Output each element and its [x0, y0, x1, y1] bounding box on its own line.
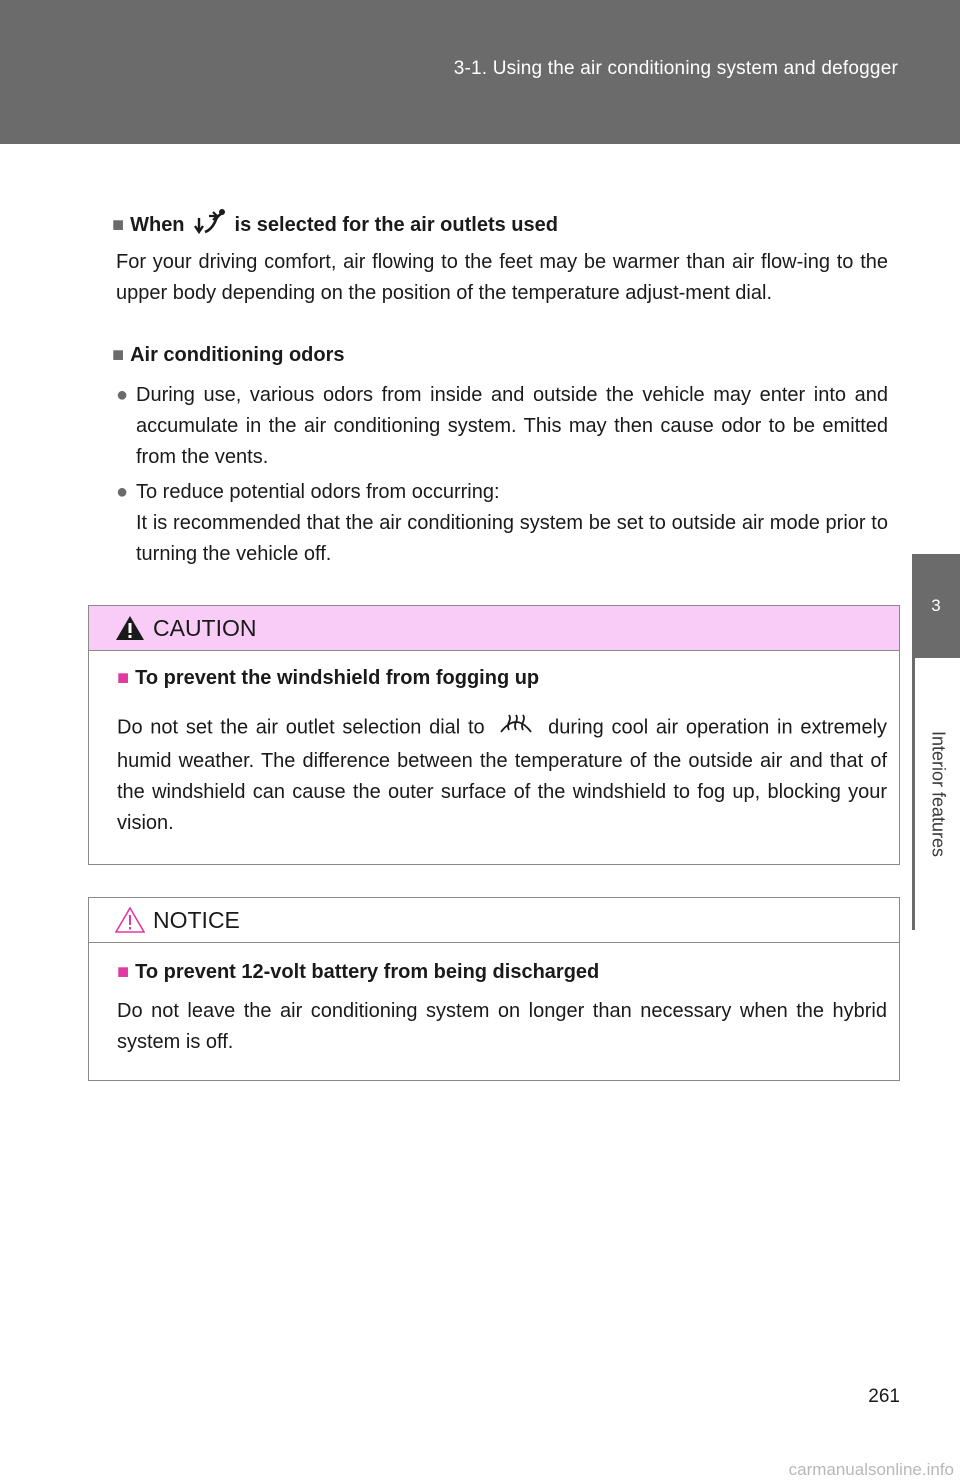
- notice-box: NOTICE ■ To prevent 12-volt battery from…: [88, 897, 900, 1081]
- chapter-tab-label: Interior features: [928, 730, 948, 858]
- page-number: 261: [868, 1386, 900, 1407]
- caution-body: ■ To prevent the windshield from fogging…: [89, 651, 899, 857]
- section-heading-pre: When: [130, 213, 185, 236]
- section-heading-odors: ■ Air conditioning odors: [112, 344, 345, 367]
- notice-triangle-icon: [115, 907, 145, 933]
- caution-subheading: ■ To prevent the windshield from fogging…: [117, 667, 887, 690]
- header-band: 3-1. Using the air conditioning system a…: [0, 0, 960, 144]
- list-item: ● During use, various odors from inside …: [116, 380, 888, 473]
- notice-subheading: ■ To prevent 12-volt battery from being …: [117, 961, 887, 984]
- bullet-text: To reduce potential odors from occurring…: [136, 477, 888, 570]
- chapter-tab-number[interactable]: 3: [912, 554, 960, 658]
- caution-text-post: during cool air operation in extremely h…: [117, 716, 888, 834]
- notice-text: Do not leave the air conditioning system…: [117, 1000, 887, 1053]
- bullet-dot-icon: ●: [116, 481, 129, 503]
- chapter-tab-label-box[interactable]: Interior features: [912, 658, 960, 930]
- list-item: ● To reduce potential odors from occurri…: [116, 477, 888, 570]
- notice-title: NOTICE: [153, 906, 240, 933]
- square-bullet-icon: ■: [112, 213, 125, 236]
- section-heading-post: is selected for the air outlets used: [234, 213, 558, 236]
- caution-title: CAUTION: [153, 614, 257, 641]
- caution-subheading-text: To prevent the windshield from fogging u…: [135, 667, 540, 689]
- section-body-outlets: For your driving comfort, air flowing to…: [116, 251, 888, 304]
- section-title: 3-1. Using the air conditioning system a…: [453, 58, 898, 79]
- bullet-dot-icon: ●: [116, 384, 129, 406]
- windshield-defogger-icon: [498, 710, 534, 746]
- notice-header: NOTICE: [89, 898, 899, 943]
- notice-subheading-text: To prevent 12-volt battery from being di…: [135, 961, 600, 983]
- warning-triangle-icon: [116, 616, 144, 640]
- caution-text: Do not set the air outlet selection dial…: [117, 710, 887, 839]
- square-bullet-icon: ■: [117, 961, 130, 983]
- caution-box: CAUTION ■ To prevent the windshield from…: [88, 605, 900, 865]
- caution-text-pre: Do not set the air outlet selection dial…: [117, 716, 485, 739]
- notice-body: ■ To prevent 12-volt battery from being …: [89, 943, 899, 1076]
- section-heading-outlets: ■ When is selected for the air outlets u…: [112, 208, 558, 242]
- section-heading-text: Air conditioning odors: [130, 344, 345, 366]
- caution-header: CAUTION: [89, 606, 899, 651]
- foot-upper-body-airflow-icon: [191, 208, 229, 242]
- watermark: carmanualsonline.info: [788, 1460, 954, 1479]
- square-bullet-icon: ■: [117, 667, 130, 689]
- bullet-text-extra: It is recommended that the air condition…: [136, 512, 888, 565]
- bullet-text-line1: To reduce potential odors from occurring…: [136, 481, 500, 503]
- bullet-text: During use, various odors from inside an…: [136, 384, 888, 468]
- square-bullet-icon: ■: [112, 344, 125, 366]
